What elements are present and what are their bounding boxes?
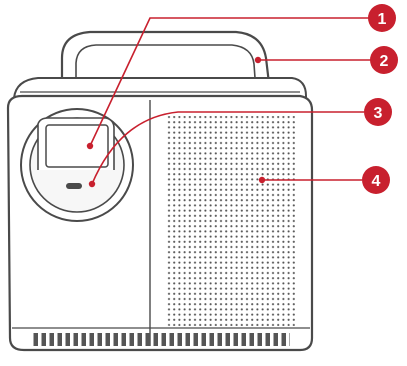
svg-text:3: 3: [374, 105, 383, 122]
callout-4: 4: [362, 166, 390, 194]
bottom-vents: [30, 333, 290, 346]
callout-dot-2: [255, 57, 261, 63]
callout-3: 3: [364, 98, 392, 126]
callout-2: 2: [370, 46, 398, 74]
callout-dot-4: [259, 177, 265, 183]
svg-text:4: 4: [372, 173, 381, 190]
lens-housing: [21, 109, 133, 221]
callout-dot-1: [87, 143, 93, 149]
sensor: [66, 183, 82, 189]
callout-1: 1: [368, 4, 396, 32]
svg-text:1: 1: [378, 11, 387, 28]
callout-dot-3: [89, 181, 95, 187]
lens: [46, 125, 108, 167]
svg-text:2: 2: [380, 53, 389, 70]
speaker-grille: [165, 116, 296, 326]
